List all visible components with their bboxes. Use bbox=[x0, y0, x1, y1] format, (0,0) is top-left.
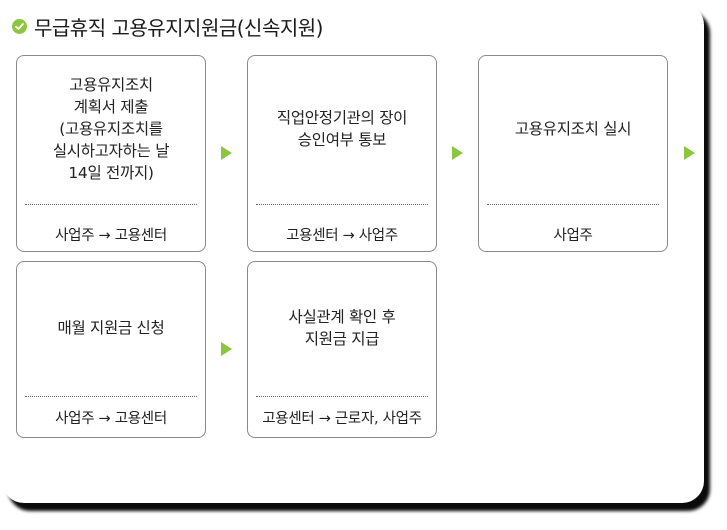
step-divider bbox=[25, 204, 197, 205]
arrow-right-icon bbox=[684, 146, 695, 160]
step-actor: 고용센터 → 사업주 bbox=[286, 227, 398, 244]
title-row: 무급휴직 고용유지지원금(신속지원) bbox=[12, 12, 323, 40]
arrow-right-icon bbox=[221, 342, 232, 356]
step-actor: 사업주 → 고용센터 bbox=[55, 227, 167, 244]
step-box-3: 고용유지조치 실시 사업주 bbox=[478, 55, 668, 252]
step-box-5: 사실관계 확인 후 지원금 지급 고용센터 → 근로자, 사업주 bbox=[247, 261, 437, 438]
step-actor: 사업주 → 고용센터 bbox=[55, 410, 167, 427]
step-box-4: 매월 지원금 신청 사업주 → 고용센터 bbox=[16, 261, 206, 438]
step-text: 고용유지조치 실시 bbox=[514, 119, 632, 138]
diagram-title: 무급휴직 고용유지지원금(신속지원) bbox=[34, 15, 323, 40]
step-text: 사실관계 확인 후 지원금 지급 bbox=[288, 308, 396, 348]
step-divider bbox=[25, 396, 197, 397]
step-actor: 사업주 bbox=[553, 227, 593, 244]
step-divider bbox=[487, 204, 659, 205]
step-text: 직업안정기관의 장이 승인여부 통보 bbox=[276, 108, 408, 149]
step-actor: 고용센터 → 근로자, 사업주 bbox=[262, 410, 422, 427]
step-divider bbox=[256, 396, 428, 397]
arrow-right-icon bbox=[221, 146, 232, 160]
step-divider bbox=[256, 204, 428, 205]
arrow-right-icon bbox=[452, 146, 463, 160]
step-text: 고용유지조치 계획서 제출 (고용유지조치를 실시하고자하는 날 14일 전까지… bbox=[52, 75, 170, 182]
step-text: 매월 지원금 신청 bbox=[57, 319, 165, 337]
step-box-2: 직업안정기관의 장이 승인여부 통보 고용센터 → 사업주 bbox=[247, 55, 437, 252]
step-box-1: 고용유지조치 계획서 제출 (고용유지조치를 실시하고자하는 날 14일 전까지… bbox=[16, 55, 206, 252]
check-icon bbox=[12, 18, 27, 34]
